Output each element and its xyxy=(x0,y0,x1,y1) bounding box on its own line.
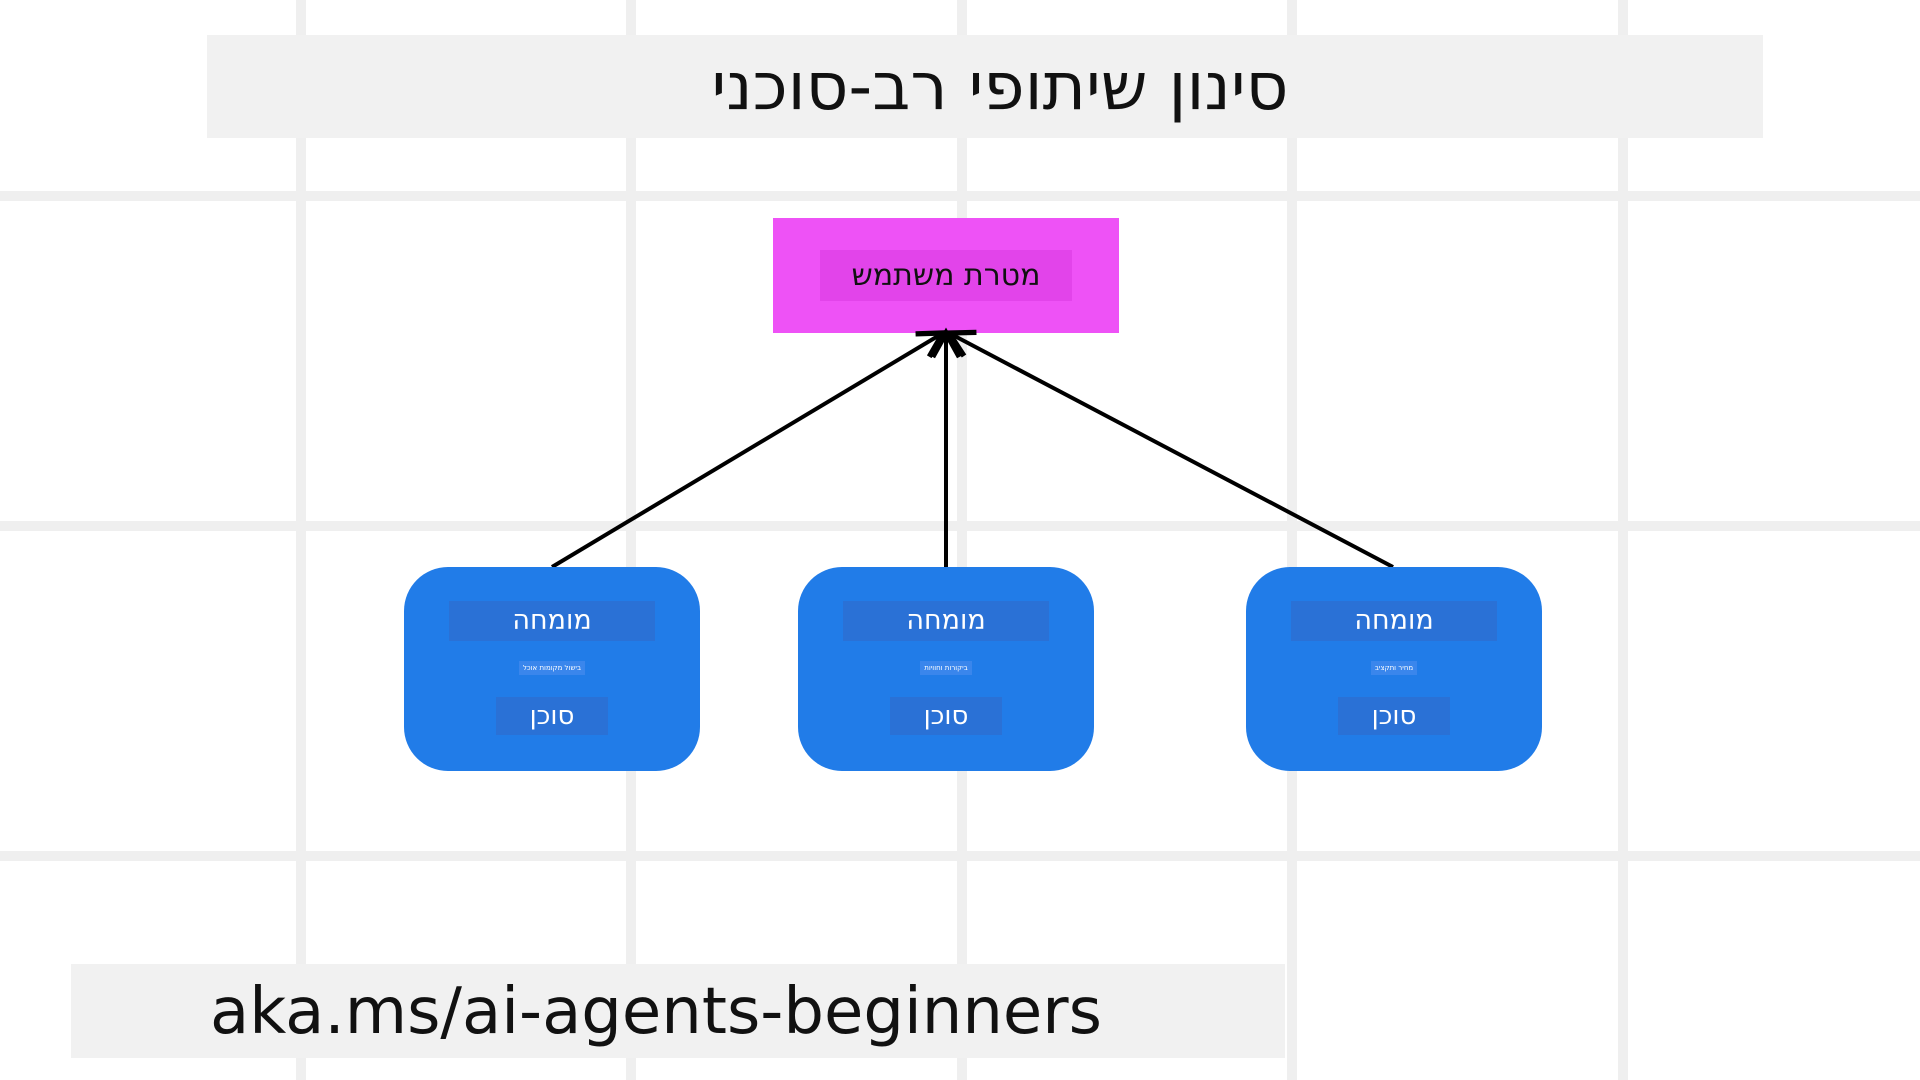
specialty-label: מחיר ותקציב xyxy=(1370,661,1418,675)
expert-label: מומחה xyxy=(449,601,655,641)
specialty-label: בישול מקומות אוכל xyxy=(518,661,586,675)
user-goal-label: מטרת משתמש xyxy=(820,250,1072,301)
user-goal-box: מטרת משתמש xyxy=(773,218,1119,333)
agent-card-2: מומחה ביקורות וחוויות סוכן xyxy=(798,567,1094,771)
course-url: aka.ms/ai-agents-beginners xyxy=(210,975,1102,1049)
agent-card-3: מומחה מחיר ותקציב סוכן xyxy=(1246,567,1542,771)
agent-label: סוכן xyxy=(496,697,608,735)
expert-label: מומחה xyxy=(843,601,1049,641)
agent-label: סוכן xyxy=(890,697,1002,735)
diagram-title: סינון שיתופי רב-סוכני xyxy=(711,47,1289,125)
specialty-label: ביקורות וחוויות xyxy=(920,661,972,675)
expert-label: מומחה xyxy=(1291,601,1497,641)
title-banner: סינון שיתופי רב-סוכני xyxy=(207,35,1763,138)
agent-label: סוכן xyxy=(1338,697,1450,735)
footer-banner: aka.ms/ai-agents-beginners xyxy=(71,964,1285,1058)
agent-card-1: מומחה בישול מקומות אוכל סוכן xyxy=(404,567,700,771)
